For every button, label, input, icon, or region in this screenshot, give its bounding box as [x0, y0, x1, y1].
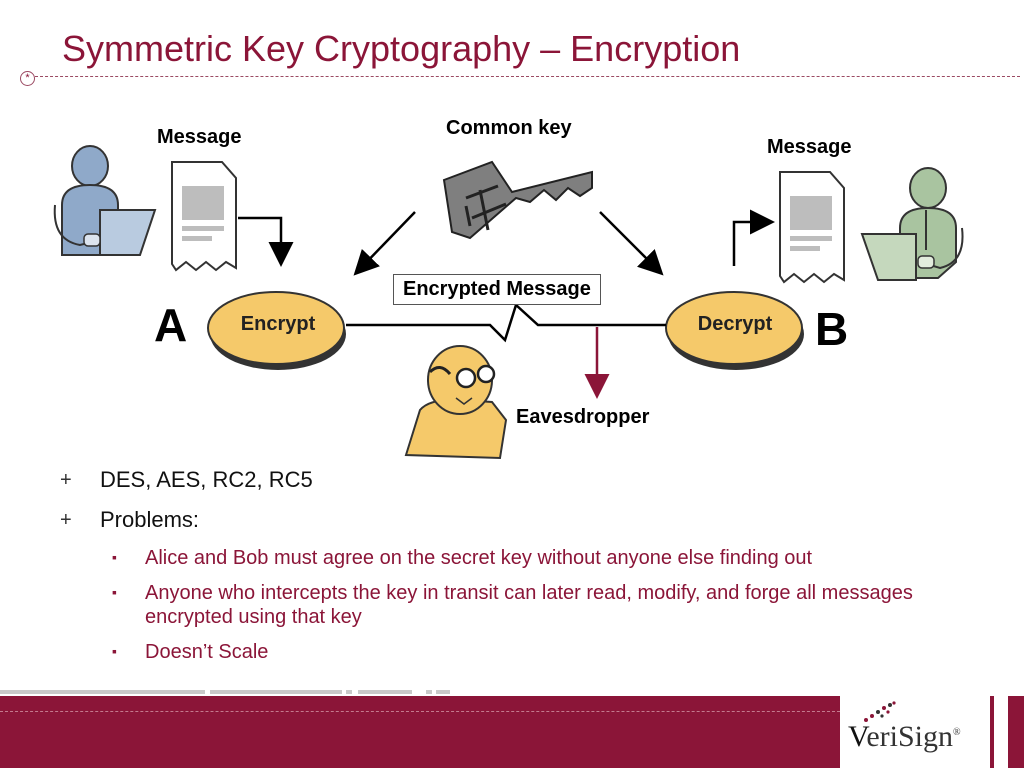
sub-bullet-text: Doesn’t Scale [145, 641, 269, 663]
sub-bullet-text: Alice and Bob must agree on the secret k… [145, 547, 813, 569]
message-document-right-icon [779, 171, 845, 284]
common-key-icon [442, 160, 593, 240]
bullet-item: + Problems: [60, 506, 960, 546]
verisign-logo: VeriSign® [848, 720, 961, 753]
footer-gray-strip [0, 690, 450, 694]
decrypt-label: Decrypt [697, 313, 773, 335]
title-bullet-icon: * [20, 71, 35, 86]
plus-bullet-icon: + [60, 509, 72, 531]
bullet-text-problems: Problems: [100, 507, 200, 532]
receiver-person-icon [860, 167, 964, 281]
square-bullet-icon: ▪ [112, 643, 117, 659]
sub-bullet-text: Anyone who intercepts the key in transit… [145, 582, 913, 628]
bullet-text-algorithms: DES, AES, RC2, RC5 [100, 467, 313, 492]
label-message-sender: Message [157, 126, 242, 148]
party-a-label: A [154, 299, 188, 351]
label-message-receiver: Message [767, 136, 852, 158]
logo-panel-stripe [980, 696, 990, 768]
encrypt-label: Encrypt [240, 313, 316, 335]
sub-bullet-item: ▪ Doesn’t Scale [60, 640, 960, 664]
verisign-checkmark-icon [864, 701, 896, 722]
label-encrypted-message: Encrypted Message [393, 274, 601, 305]
sender-person-icon [53, 145, 157, 256]
slide-title: Symmetric Key Cryptography – Encryption [62, 28, 741, 69]
square-bullet-icon: ▪ [112, 584, 117, 600]
encrypt-disc [207, 291, 346, 370]
sub-bullet-item: ▪ Alice and Bob must agree on the secret… [60, 546, 960, 570]
title-divider [30, 76, 1020, 77]
square-bullet-icon: ▪ [112, 549, 117, 565]
bullet-list: + DES, AES, RC2, RC5 + Problems: ▪ Alice… [60, 466, 960, 675]
label-eavesdropper: Eavesdropper [516, 406, 650, 428]
party-b-label: B [815, 303, 849, 355]
transmission-line [346, 302, 666, 343]
label-common-key: Common key [446, 117, 572, 139]
sub-bullet-item: ▪ Anyone who intercepts the key in trans… [60, 581, 960, 629]
bullet-item: + DES, AES, RC2, RC5 [60, 466, 960, 506]
message-document-left-icon [171, 161, 237, 272]
logo-panel [840, 696, 980, 768]
logo-panel-stripe [994, 696, 1008, 768]
plus-bullet-icon: + [60, 469, 72, 491]
footer-divider [0, 711, 840, 712]
eavesdropper-person-icon [404, 345, 508, 460]
decrypt-disc [665, 291, 804, 370]
encryption-diagram [53, 145, 964, 460]
